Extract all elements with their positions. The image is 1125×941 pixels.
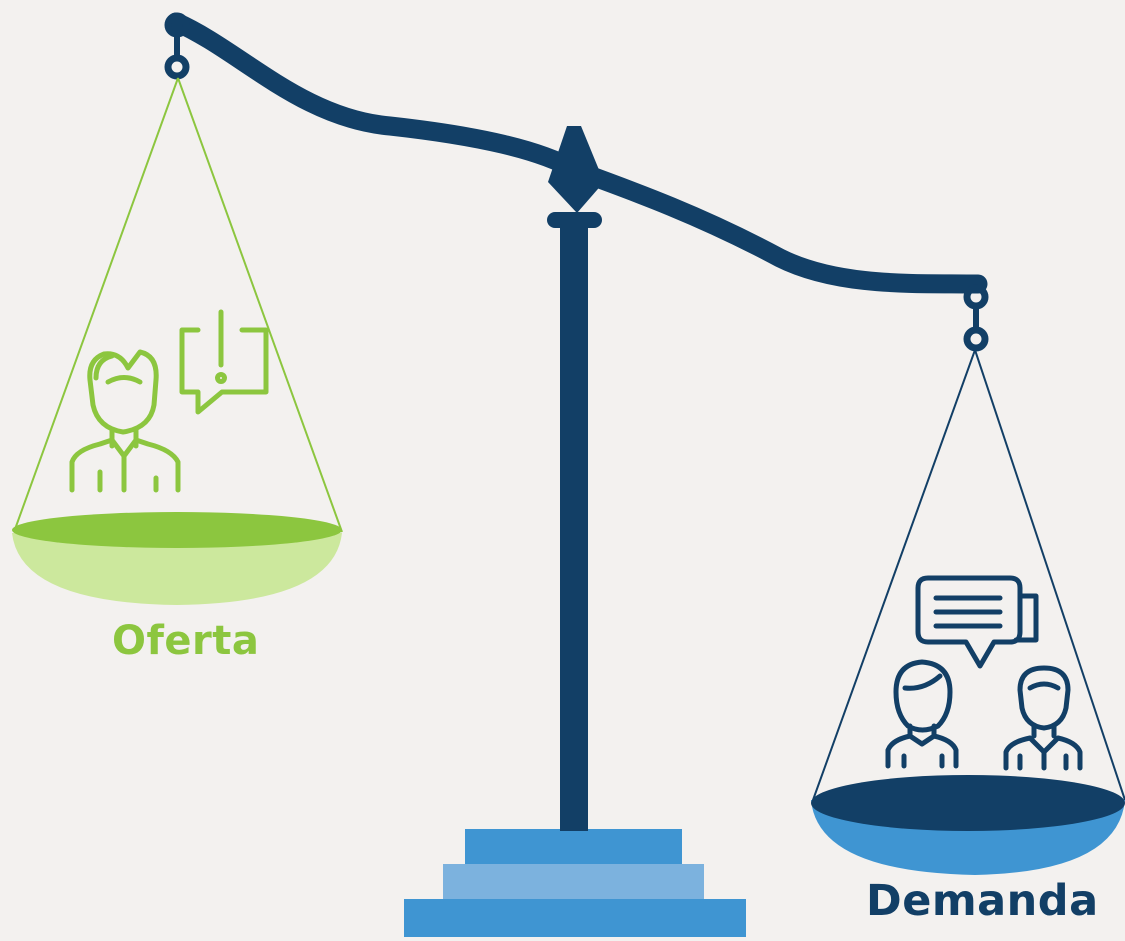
- right-pan: [811, 349, 1125, 875]
- scale-base: [404, 829, 746, 937]
- person-alert-icon: [69, 309, 269, 493]
- scale-pillar: [547, 212, 602, 831]
- left-pan: [12, 77, 343, 605]
- oferta-label: Oferta: [112, 618, 260, 664]
- base-step-top: [465, 829, 682, 866]
- base-step-middle: [443, 864, 704, 900]
- people-conversation-icon: [885, 575, 1083, 771]
- demanda-label: Demanda: [866, 876, 1099, 926]
- scale-beam: [164, 12, 989, 352]
- base-step-bottom: [404, 899, 746, 937]
